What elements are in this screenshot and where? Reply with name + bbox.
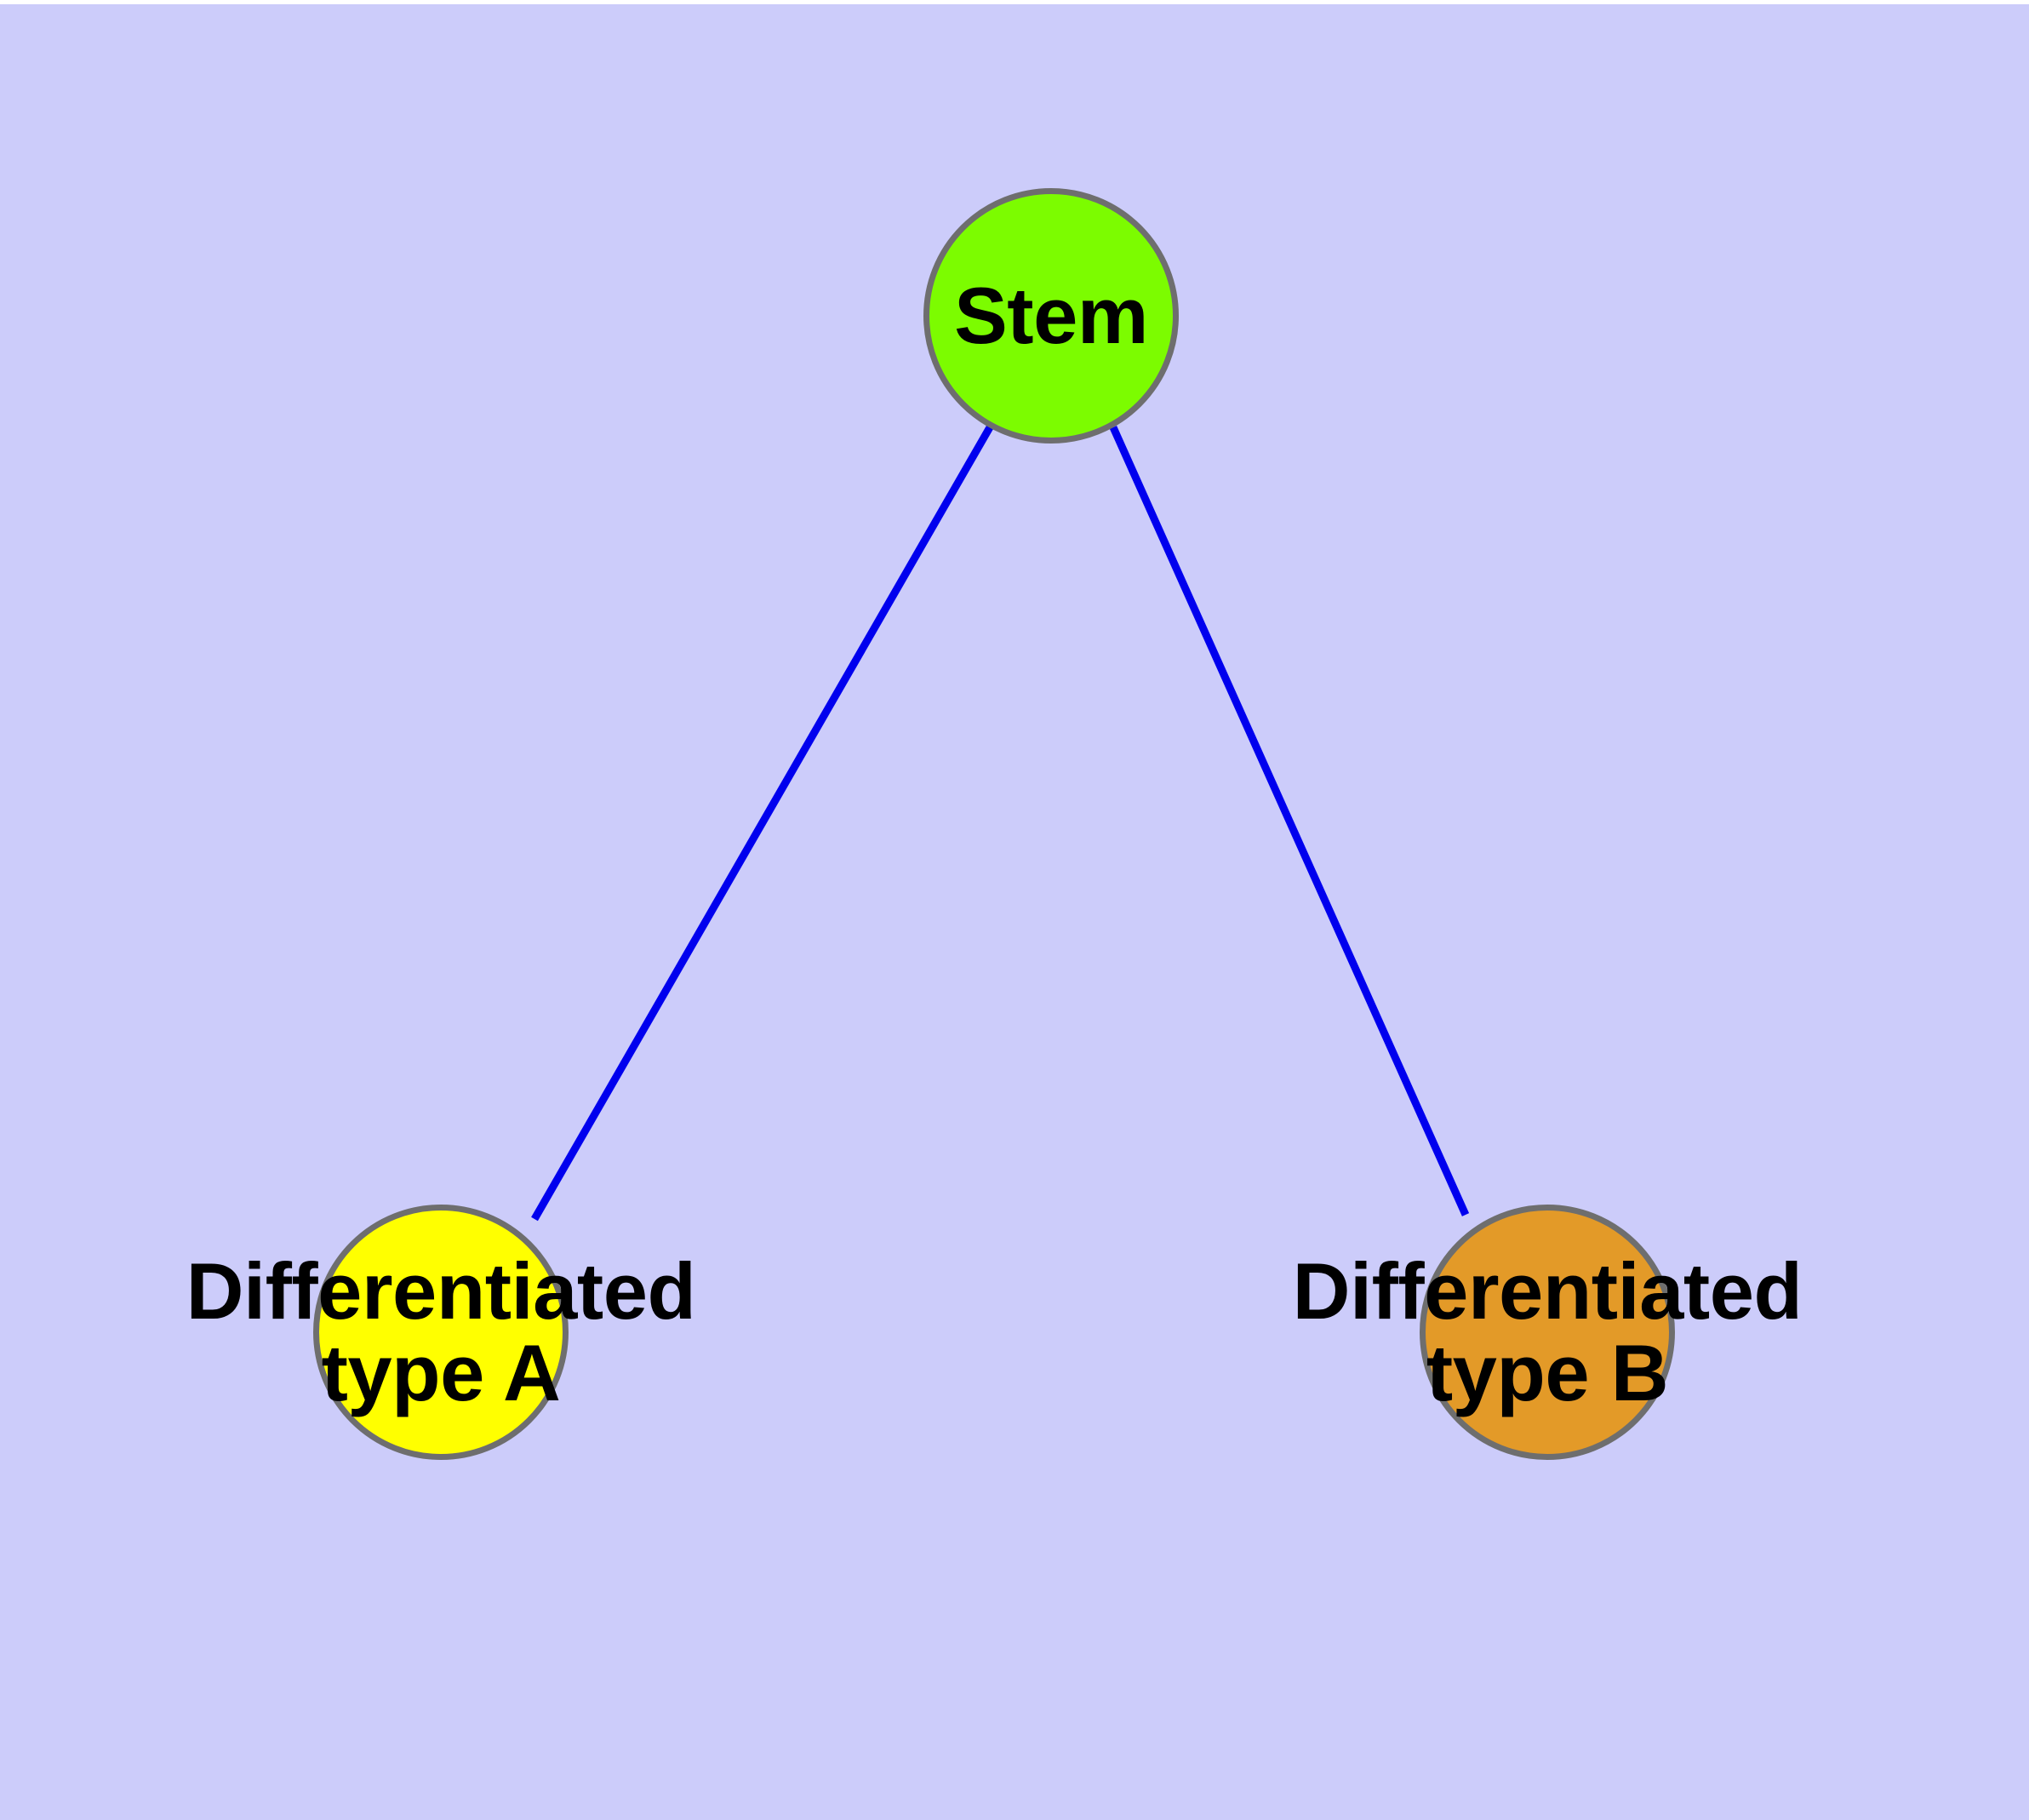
graph-svg: [313, 188, 1675, 1460]
graph-edge-stem-diff_b: [1109, 426, 1470, 1216]
graph-node-diff_b[interactable]: [1420, 1205, 1675, 1460]
edge-layer: [531, 425, 1470, 1222]
node-layer: [313, 188, 1675, 1460]
graph-node-stem[interactable]: [923, 188, 1179, 444]
graph-edge-stem-diff_a: [531, 425, 993, 1222]
graph-node-diff_a[interactable]: [313, 1205, 569, 1460]
